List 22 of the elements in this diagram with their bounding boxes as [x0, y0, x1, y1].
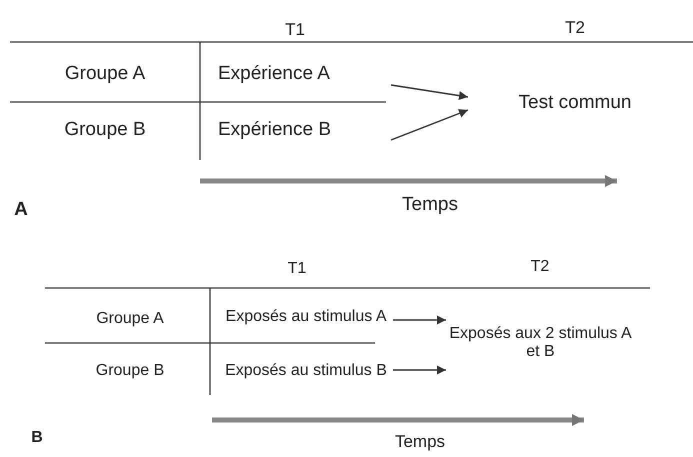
table-label: T2 [564, 17, 586, 40]
cell-text: Exposés au stimulus A [222, 294, 390, 340]
cell-text: Exposés au stimulus B [222, 348, 390, 394]
cell-text: Test commun [470, 86, 680, 120]
arrow [393, 316, 446, 324]
table-label: T2 [530, 256, 550, 277]
cell-text: Exposés aux 2 stimulus A et B [448, 318, 633, 368]
arrow [390, 109, 468, 141]
panel-letter: B [30, 428, 44, 448]
table-label: Temps [401, 193, 459, 218]
table-label: T1 [286, 258, 308, 279]
arrow [393, 366, 446, 374]
table-label: Groupe A [64, 62, 146, 86]
arrow [390, 84, 468, 100]
table-label: T1 [284, 19, 306, 42]
table-label: Groupe B [63, 118, 147, 142]
table-label: Temps [394, 431, 446, 454]
panel-letter: A [13, 198, 29, 222]
table-label: Groupe B [94, 360, 166, 381]
cell-text: Expérience B [210, 114, 388, 146]
table-label: Groupe A [95, 308, 165, 329]
cell-text: Expérience A [210, 58, 388, 90]
